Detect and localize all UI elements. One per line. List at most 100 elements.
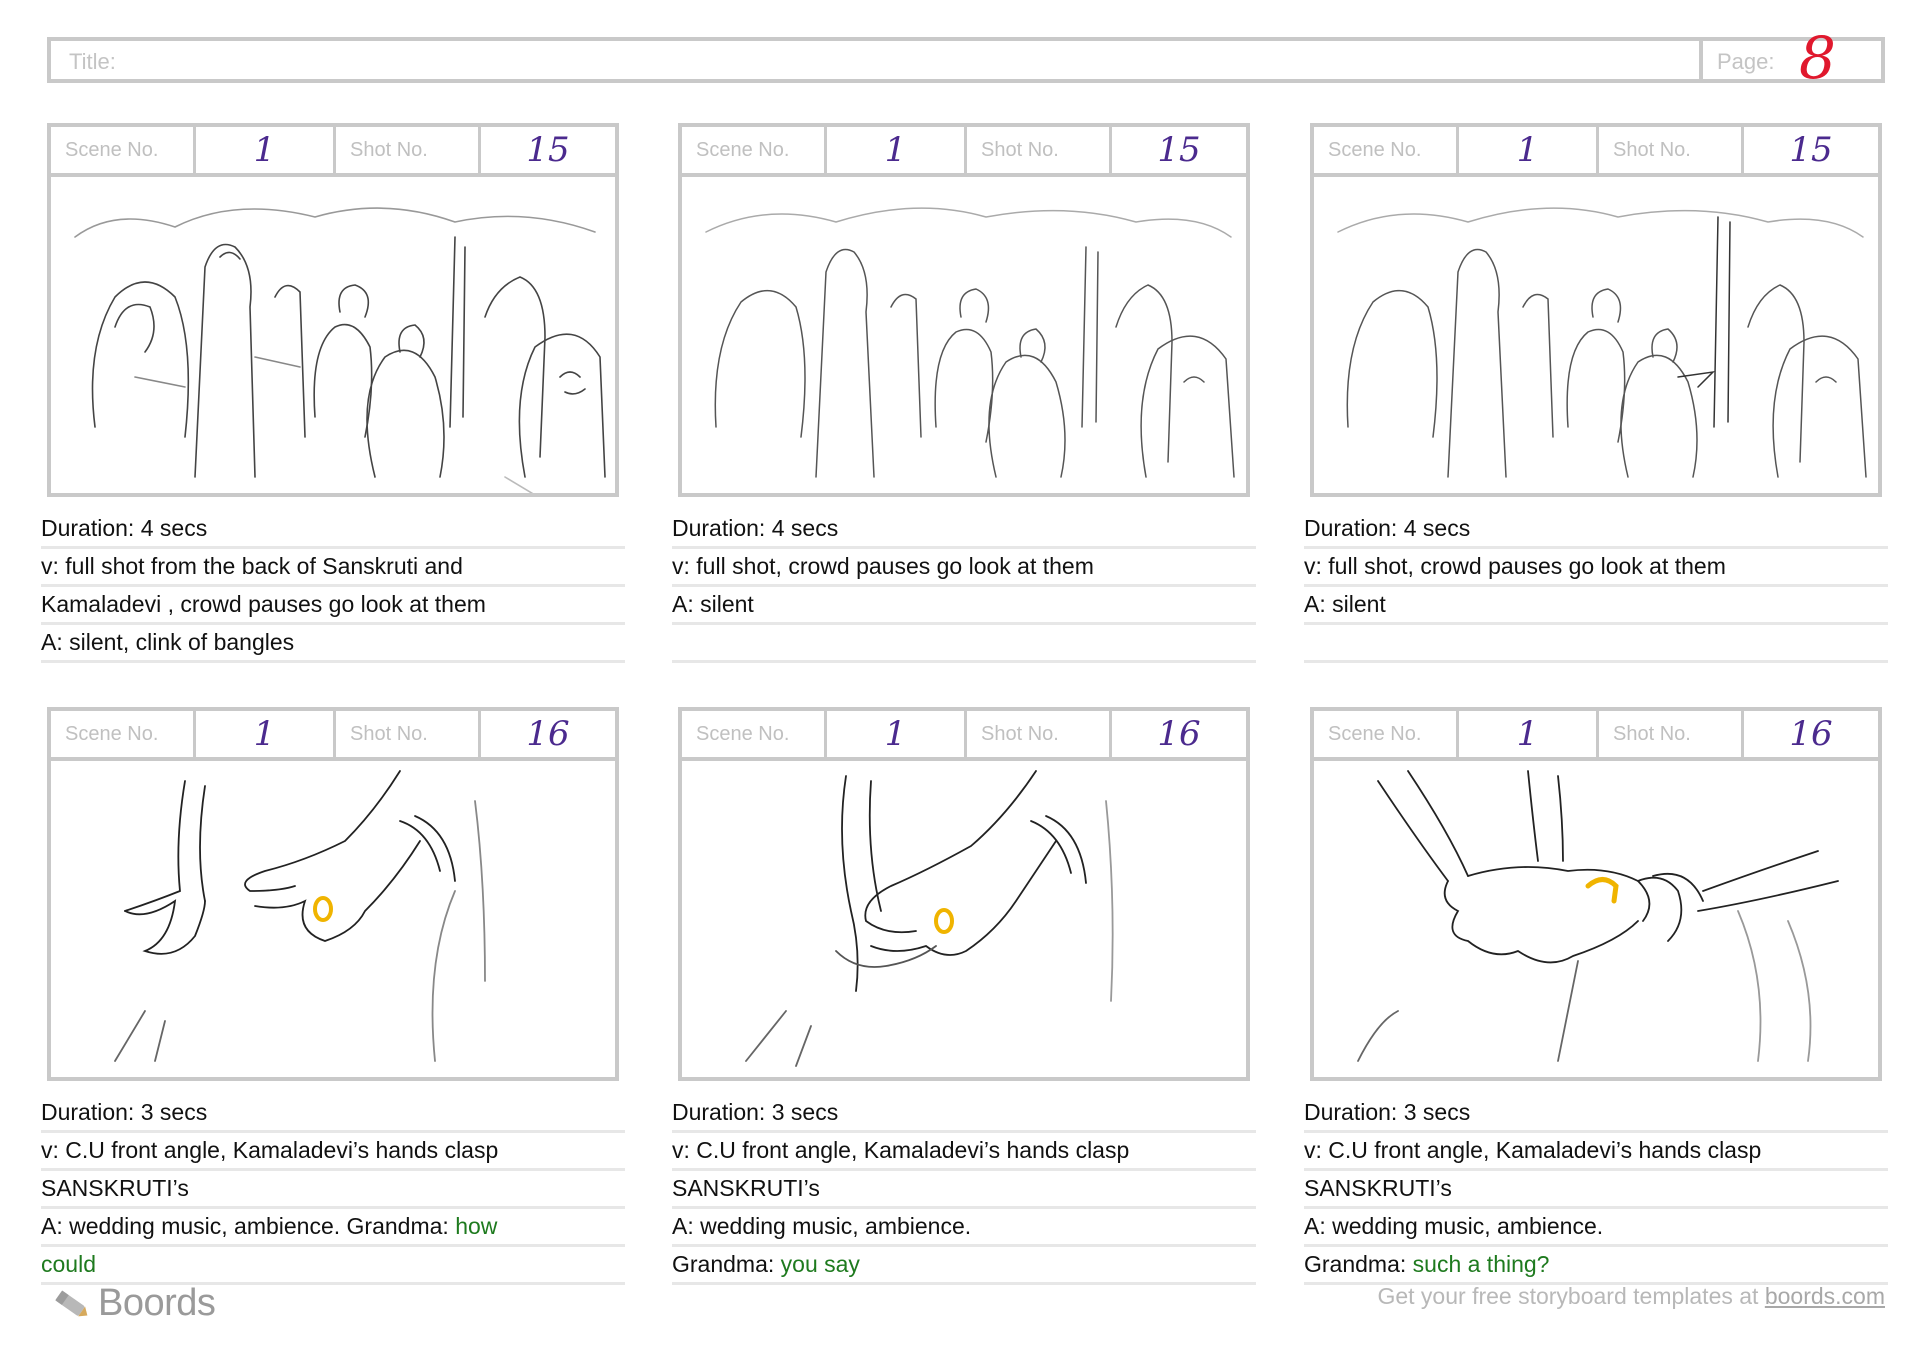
desc-line: Grandma: you say (672, 1247, 1256, 1285)
panel-description: Duration: 4 secs v: full shot from the b… (41, 511, 625, 663)
panel-description: Duration: 3 secs v: C.U front angle, Kam… (41, 1095, 625, 1285)
shot-number-cell: 16 (1112, 711, 1246, 757)
desc-line: v: full shot, crowd pauses go look at th… (1304, 549, 1888, 587)
panel-header: Scene No. 1 Shot No. 15 (1314, 127, 1878, 177)
desc-text: Grandma: (672, 1251, 781, 1277)
scene-number: 1 (1516, 130, 1539, 170)
shot-label: Shot No. (336, 711, 481, 757)
title-label: Title: (69, 49, 116, 74)
desc-line: A: wedding music, ambience. (1304, 1209, 1888, 1247)
page-box: Page: 8 (1699, 29, 1881, 87)
hands-sketch (114, 770, 486, 1062)
panel-frame: Scene No. 1 Shot No. 15 (678, 123, 1250, 497)
desc-line: Kamaladevi , crowd pauses go look at the… (41, 587, 625, 625)
desc-line: Grandma: such a thing? (1304, 1247, 1888, 1285)
brand-name: Boords (98, 1282, 216, 1324)
panel-header: Scene No. 1 Shot No. 15 (682, 127, 1246, 177)
scene-number: 1 (253, 714, 276, 754)
footer-text: Get your free storyboard templates at (1377, 1283, 1765, 1309)
title-bar: Title: Page: 8 (47, 29, 1885, 87)
scene-number-cell: 1 (196, 711, 336, 757)
pencil-icon (55, 1289, 88, 1316)
scene-number: 1 (1516, 714, 1539, 754)
dialogue-text: could (41, 1251, 96, 1277)
panel-header: Scene No. 1 Shot No. 15 (51, 127, 615, 177)
desc-line: A: silent, clink of bangles (41, 625, 625, 663)
scene-label: Scene No. (1314, 711, 1459, 757)
scene-number-cell: 1 (827, 711, 967, 757)
desc-line: Duration: 3 secs (1304, 1095, 1888, 1133)
gold-ring (313, 896, 333, 922)
scene-label: Scene No. (1314, 127, 1459, 173)
desc-line: A: wedding music, ambience. (672, 1209, 1256, 1247)
desc-line: v: C.U front angle, Kamaladevi’s hands c… (1304, 1133, 1888, 1171)
scene-number: 1 (884, 130, 907, 170)
shot-number: 15 (1789, 130, 1833, 170)
dialogue-text: you say (780, 1251, 860, 1277)
dialogue-text: how (455, 1213, 498, 1239)
shot-number-cell: 15 (1112, 127, 1246, 173)
shot-number: 15 (526, 130, 570, 170)
panel-header: Scene No. 1 Shot No. 16 (1314, 711, 1878, 761)
panel-frame: Scene No. 1 Shot No. 16 (678, 707, 1250, 1081)
scene-number-cell: 1 (196, 127, 336, 173)
shot-label: Shot No. (967, 711, 1112, 757)
panel-description: Duration: 3 secs v: C.U front angle, Kam… (672, 1095, 1256, 1285)
desc-line: Duration: 4 secs (41, 511, 625, 549)
shot-number-cell: 16 (481, 711, 615, 757)
shot-label: Shot No. (1599, 711, 1744, 757)
desc-line: v: C.U front angle, Kamaladevi’s hands c… (41, 1133, 625, 1171)
desc-line (672, 625, 1256, 663)
boords-link[interactable]: boords.com (1764, 1283, 1885, 1309)
desc-line: SANSKRUTI’s (41, 1171, 625, 1209)
scene-label: Scene No. (51, 711, 196, 757)
desc-line: A: wedding music, ambience. Grandma: how (41, 1209, 625, 1247)
gold-ring (1585, 877, 1619, 904)
footer-promo: Get your free storyboard templates at bo… (1377, 1283, 1885, 1310)
shot-label: Shot No. (967, 127, 1112, 173)
crowd-sketch (74, 207, 606, 493)
scene-label: Scene No. (682, 711, 827, 757)
shot-label: Shot No. (1599, 127, 1744, 173)
desc-line: A: silent (672, 587, 1256, 625)
desc-line: could (41, 1247, 625, 1285)
panel-frame: Scene No. 1 Shot No. 15 (47, 123, 619, 497)
shot-number: 15 (1157, 130, 1201, 170)
desc-line: SANSKRUTI’s (1304, 1171, 1888, 1209)
panel-frame: Scene No. 1 Shot No. 15 (1310, 123, 1882, 497)
shot-number-cell: 15 (481, 127, 615, 173)
panel-description: Duration: 4 secs v: full shot, crowd pau… (1304, 511, 1888, 663)
page-label: Page: (1717, 49, 1775, 74)
panel-description: Duration: 4 secs v: full shot, crowd pau… (672, 511, 1256, 663)
scene-number-cell: 1 (1459, 127, 1599, 173)
panel-header: Scene No. 1 Shot No. 16 (51, 711, 615, 761)
panel-frame: Scene No. 1 Shot No. 16 (1310, 707, 1882, 1081)
shot-label: Shot No. (336, 127, 481, 173)
scene-number-cell: 1 (827, 127, 967, 173)
panel-frame: Scene No. 1 Shot No. 16 (47, 707, 619, 1081)
desc-line: A: silent (1304, 587, 1888, 625)
desc-line: SANSKRUTI’s (672, 1171, 1256, 1209)
panel-header: Scene No. 1 Shot No. 16 (682, 711, 1246, 761)
desc-text: A: wedding music, ambience. Grandma: (41, 1213, 456, 1239)
desc-line: Duration: 4 secs (1304, 511, 1888, 549)
desc-line (1304, 625, 1888, 663)
scene-label: Scene No. (51, 127, 196, 173)
shot-number: 16 (526, 714, 570, 754)
crowd-sketch (705, 207, 1235, 478)
desc-line: Duration: 3 secs (41, 1095, 625, 1133)
shot-number: 16 (1789, 714, 1833, 754)
desc-line: v: full shot from the back of Sanskruti … (41, 549, 625, 587)
panel-description: Duration: 3 secs v: C.U front angle, Kam… (1304, 1095, 1888, 1285)
scene-number: 1 (253, 130, 276, 170)
desc-line: v: C.U front angle, Kamaladevi’s hands c… (672, 1133, 1256, 1171)
desc-line: Duration: 4 secs (672, 511, 1256, 549)
desc-line: v: full shot, crowd pauses go look at th… (672, 549, 1256, 587)
shot-number-cell: 16 (1744, 711, 1878, 757)
scene-number: 1 (884, 714, 907, 754)
desc-text: Grandma: (1304, 1251, 1413, 1277)
desc-line: Duration: 3 secs (672, 1095, 1256, 1133)
boords-logo: Boords (50, 1282, 216, 1325)
gold-ring (934, 908, 954, 934)
crowd-sketch (1337, 207, 1867, 478)
